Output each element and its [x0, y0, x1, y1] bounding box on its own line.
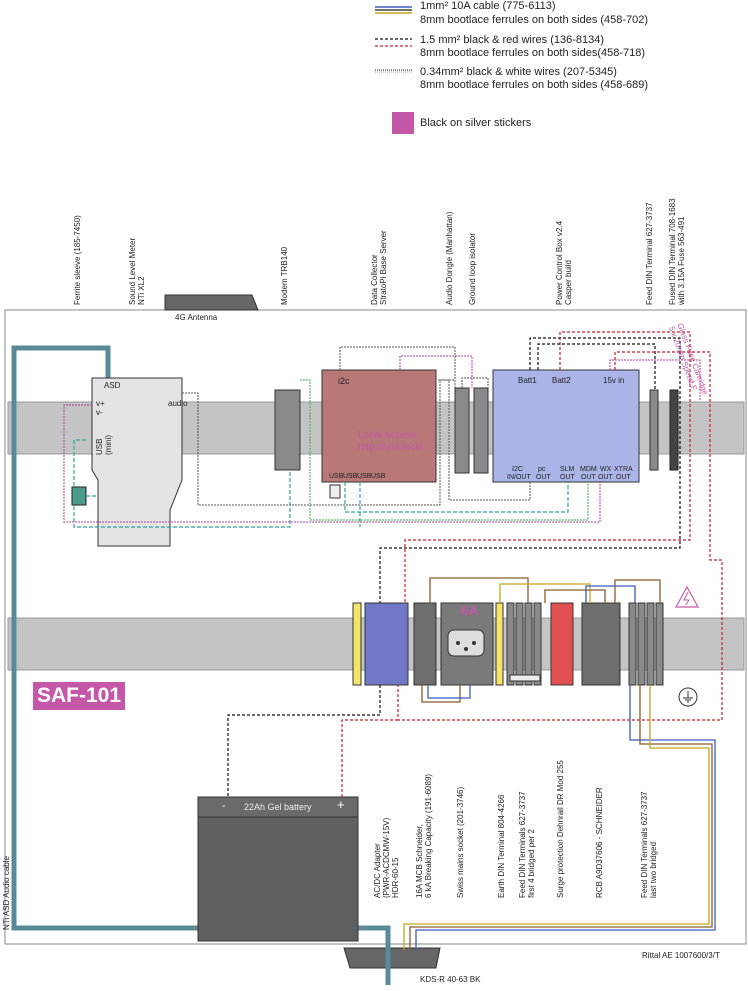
pcb-pc: pc: [538, 466, 546, 473]
pcb-xtra-out: OUT: [616, 474, 631, 481]
gland-label: KDS-R 40-63 BK: [420, 975, 481, 984]
legend-cable-10a-ferrules: 8mm bootlace ferrules on both sides (458…: [420, 14, 649, 26]
saf-badge: SAF-101: [33, 682, 126, 710]
rcb-schneider: [581, 602, 621, 686]
battery-minus: -: [222, 801, 226, 812]
feed-din-terminal-top: [649, 389, 659, 471]
battery-label: 22Ah Gel battery: [244, 802, 312, 812]
label-surge: Surge protection Dehnrail DR Mod 255: [556, 760, 565, 898]
pcb-wx-out: OUT: [598, 474, 613, 481]
label-mcb: 16A MCB Schneider,6 kA Breaking Capacity…: [415, 773, 433, 898]
modem-power-wire: [300, 379, 589, 521]
collector-usb-3: USB: [357, 473, 372, 480]
earth-terminal-right: [495, 602, 504, 686]
asd-v-minus: v-: [96, 408, 103, 417]
battery: [197, 796, 359, 942]
label-adapter: AC/DC Adapter(PWR-ACDCMW-15V)HDR-60-15: [373, 817, 400, 898]
pcb-xtra: XTRA: [614, 466, 633, 473]
collector-usb-1: USB: [329, 473, 344, 480]
asd-audio-cable-path: [11, 345, 391, 985]
pcb-15v: 15v in: [603, 376, 625, 385]
power-control-box: [492, 369, 640, 483]
collector-usb-4: USB: [371, 473, 386, 480]
label-audio-dongle: Audio Dongle (Manhattan): [445, 211, 454, 305]
label-ferrite: Ferrite sleeve (185-7450): [73, 215, 82, 305]
pcb-control-wires: [63, 355, 701, 523]
signal-wires: [182, 346, 531, 506]
feed-terminal-1: [506, 602, 515, 686]
asd-v-plus: v+: [96, 399, 105, 408]
label-feed-din: Feed DIN Terminal 627-3737: [645, 202, 654, 305]
pcb-slm: SLM: [560, 466, 575, 473]
ground-loop-isolator: [473, 387, 489, 474]
mcb-rating: 6A: [461, 603, 478, 618]
label-swiss: Swiss mains socket (201-3746): [456, 786, 465, 898]
modem: [274, 389, 301, 471]
battery-plus: +: [337, 797, 345, 812]
collector-i2c: i2c: [338, 376, 350, 386]
mcb-16a: [413, 602, 437, 686]
earth-terminal-left: [352, 602, 362, 686]
label-audio-cable: NTi ASD Audio cable: [2, 856, 11, 930]
label-earth: Earth DIN Terminal 804-4266: [497, 794, 506, 898]
red-power-wires: [341, 331, 723, 797]
audio-dongle: [454, 387, 470, 474]
legend-samples: [375, 6, 414, 134]
label-ground-loop: Ground loop isolator: [468, 232, 477, 305]
asd-unit: [91, 377, 183, 547]
pcb-batt1: Batt1: [518, 376, 537, 385]
rittal-label: Rittal AE 1007600/3/T: [642, 951, 720, 960]
fused-din-terminal: [669, 389, 679, 471]
pcb-slm-out: OUT: [560, 474, 575, 481]
surge-protection: [550, 602, 574, 686]
legend-wire-034: 0.34mm² black & white wires (207-5345): [420, 66, 617, 78]
collector-access-2: http://nmt.local: [358, 442, 424, 453]
asd-title: ASD: [104, 381, 121, 390]
black-power-wires: [227, 337, 681, 797]
asd-usb: USB(mini): [95, 435, 113, 455]
cable-gland-shape: [343, 947, 441, 969]
pcb-pc-out: OUT: [536, 474, 551, 481]
collector-access-1: Local access:: [358, 430, 419, 441]
label-rcb: RCB A9D37606 - SCHNEIDER: [595, 787, 604, 898]
sticker-swatch: [392, 112, 414, 134]
pcb-i2c-io: IN/OUT: [507, 474, 531, 481]
legend-wire-1-5: 1.5 mm² black & red wires (136-8134): [420, 34, 605, 46]
pcb-batt2: Batt2: [552, 376, 571, 385]
pcb-mdm-out: OUT: [581, 474, 596, 481]
data-collector: [321, 369, 437, 483]
legend-wire-1-5-ferrules: 8mm bootlace ferrules on both sides(458-…: [420, 47, 646, 59]
label-modem: Modem TRB140: [280, 246, 289, 305]
pcb-mdm: MDM: [580, 466, 597, 473]
legend-wire-034-ferrules: 8mm bootlace ferrules on both sides (458…: [420, 79, 649, 91]
antenna-shape: [164, 294, 259, 311]
asd-audio: audio: [168, 399, 188, 408]
mains-wires: [403, 577, 716, 950]
antenna-label: 4G Antenna: [175, 313, 218, 322]
collector-usb-2: USB: [343, 473, 358, 480]
pcb-wx: WX: [600, 466, 612, 473]
acdc-adapter: [364, 602, 409, 686]
legend-stickers: Black on silver stickers: [420, 117, 532, 129]
hazard-icon: [674, 585, 700, 608]
pcb-i2c: I2C: [512, 466, 523, 473]
legend-cable-10a: 1mm² 10A cable (775-6113): [420, 0, 556, 12]
